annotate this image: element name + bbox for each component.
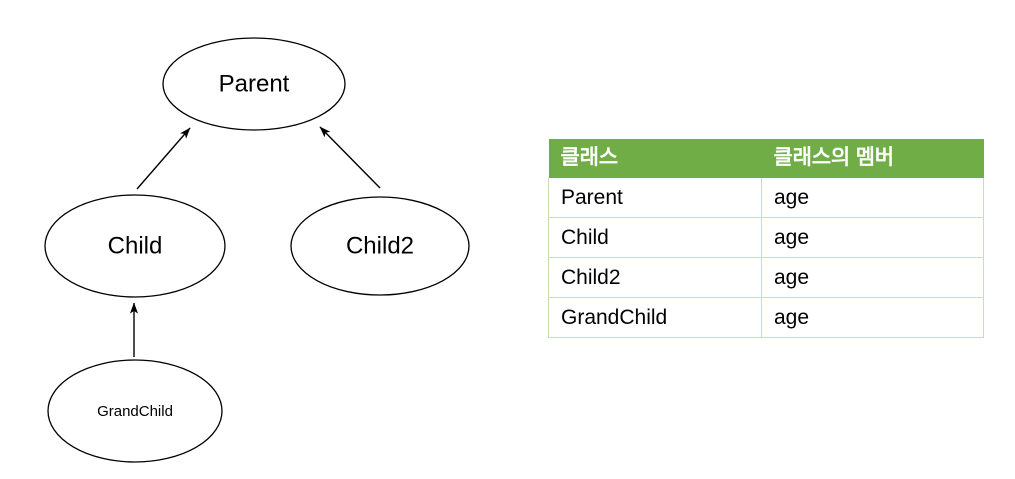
table-row: Parent age: [548, 178, 984, 219]
cell-class-name: GrandChild: [548, 297, 762, 339]
table-row: Child2 age: [548, 257, 984, 299]
cell-member: age: [761, 297, 984, 339]
table-body: Parent age Child age Child2 age GrandChi…: [548, 178, 984, 339]
table-header: 클래스 클래스의 멤버: [548, 139, 984, 179]
node-child2-label: Child2: [346, 232, 414, 259]
column-header-member: 클래스의 멤버: [761, 139, 984, 179]
edge-child-to-parent: [136, 127, 191, 190]
column-header-class: 클래스: [548, 139, 762, 179]
cell-class-name: Child: [548, 217, 762, 259]
cell-class-name: Parent: [548, 178, 762, 219]
cell-member: age: [761, 178, 984, 219]
cell-member: age: [761, 257, 984, 299]
node-child-shape: [44, 194, 226, 298]
table-row: GrandChild age: [548, 297, 984, 339]
node-parent-shape: [162, 37, 346, 131]
node-child-label: Child: [108, 232, 163, 259]
node-grandchild-label: GrandChild: [97, 403, 173, 420]
node-child2[interactable]: Child2: [290, 196, 470, 296]
cell-member: age: [761, 217, 984, 259]
table-row: Child age: [548, 217, 984, 259]
diagram-edges: [129, 126, 381, 357]
table-header-row: 클래스 클래스의 멤버: [548, 139, 984, 179]
inheritance-diagram: Parent Child Child2 GrandChild: [44, 37, 470, 463]
node-parent[interactable]: Parent: [162, 37, 346, 131]
node-grandchild-shape: [47, 359, 223, 463]
class-member-table: 클래스 클래스의 멤버 Parent age Child age Child2 …: [548, 139, 984, 339]
node-parent-label: Parent: [219, 70, 290, 97]
node-child2-shape: [290, 196, 470, 296]
node-child[interactable]: Child: [44, 194, 226, 298]
diagram-canvas: Parent Child Child2 GrandChild: [44, 37, 470, 463]
node-grandchild[interactable]: GrandChild: [47, 359, 223, 463]
cell-class-name: Child2: [548, 257, 762, 299]
edge-child2-to-parent: [319, 126, 381, 189]
